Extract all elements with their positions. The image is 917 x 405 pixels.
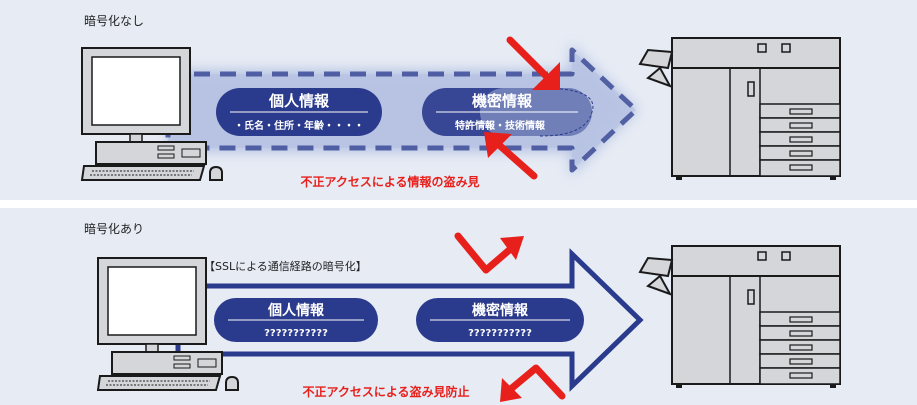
red-deflected-arrow-icon xyxy=(454,232,524,274)
pill-detail: 特許情報・技術情報 xyxy=(455,119,546,132)
red-deflected-arrow-icon xyxy=(500,364,566,402)
attack-caption: 不正アクセスによる盗み見防止 xyxy=(302,384,469,399)
multifunction-printer-icon xyxy=(639,245,841,389)
pill-detail: ??????????? xyxy=(264,328,328,339)
red-attack-arrow-icon xyxy=(506,36,560,90)
encrypted-data-flow-arrow xyxy=(175,248,644,392)
pill-personal-info: 個人情報 ??????????? xyxy=(214,298,378,342)
multifunction-printer-icon xyxy=(639,37,841,181)
ssl-label: 【SSLによる通信経路の暗号化】 xyxy=(204,259,367,273)
pill-title: 個人情報 xyxy=(268,92,330,110)
red-attack-arrow-icon xyxy=(484,132,538,180)
bottom-diagram: 【SSLによる通信経路の暗号化】 個人情報 ??????????? 機密情報 ?… xyxy=(97,232,841,402)
top-diagram: 個人情報 ・氏名・住所・年齢・・・・ 機密情報 特許情報・技術情報 不正アクセス… xyxy=(81,36,841,189)
pill-title: 機密情報 xyxy=(472,302,529,319)
data-flow-arrow xyxy=(165,47,639,173)
pill-title: 機密情報 xyxy=(472,92,533,110)
pill-detail: ??????????? xyxy=(468,328,532,339)
panel-title: 暗号化あり xyxy=(84,222,145,236)
attack-caption: 不正アクセスによる情報の盗み見 xyxy=(300,174,479,189)
panel-title: 暗号化なし xyxy=(84,14,145,28)
pill-confidential-info: 機密情報 ??????????? xyxy=(416,298,584,342)
pill-personal-info: 個人情報 ・氏名・住所・年齢・・・・ xyxy=(216,88,382,136)
pill-detail: ・氏名・住所・年齢・・・・ xyxy=(234,119,364,132)
pill-confidential-info: 機密情報 特許情報・技術情報 xyxy=(422,87,594,137)
pill-title: 個人情報 xyxy=(267,302,325,319)
